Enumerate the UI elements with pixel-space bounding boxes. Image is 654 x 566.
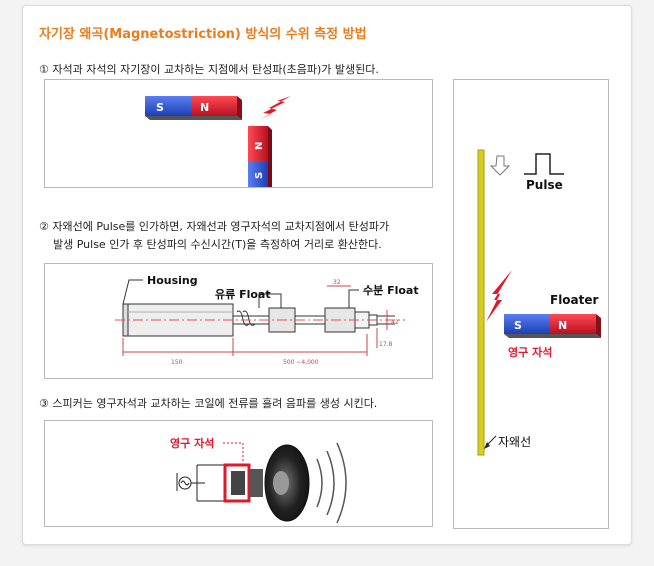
dim-range: 500 ~4,000 (283, 359, 319, 366)
dim-178: 17.8 (379, 341, 393, 348)
magnet-s-label: S (156, 101, 164, 114)
pulse-label: Pulse (526, 178, 563, 192)
arrow-down-icon (489, 155, 511, 176)
probe-drawing-panel: Housing 유류 Float 수분 Float 150 500 ~4,000… (44, 263, 433, 379)
side-diagram: Pulse Floater S N 영구 자석 자왜선 (477, 149, 601, 456)
magnet-n-label: N (200, 101, 209, 114)
step-2-text-line1: ② 자왜선에 Pulse를 인가하면, 자왜선과 영구자석의 교차지점에서 탄성… (39, 220, 390, 233)
vertical-magnet: N S (248, 126, 272, 187)
speaker-diagram-panel: 영구 자석 (44, 420, 433, 527)
housing-label: Housing (147, 274, 198, 287)
probe-drawing: Housing 유류 Float 수분 Float 150 500 ~4,000… (115, 274, 419, 366)
sound-wave-icon (316, 442, 347, 524)
side-diagram-panel: Pulse Floater S N 영구 자석 자왜선 (453, 79, 609, 529)
floater-label: Floater (550, 293, 599, 307)
dim-32: 32 (333, 279, 341, 286)
pulse-waveform-icon (524, 153, 564, 175)
oil-float-label: 유류 Float (215, 288, 271, 301)
wire-label: 자왜선 (498, 435, 531, 449)
dim-150: 150 (171, 359, 183, 366)
floater-magnet: S N (504, 314, 601, 338)
speaker-magnet-label: 영구 자석 (170, 436, 214, 450)
step-1-text: ① 자석과 자석의 자기장이 교차하는 지점에서 탄성파(초음파)가 발생된다. (39, 63, 379, 76)
step-3-text: ③ 스피커는 영구자석과 교차하는 코일에 전류를 흘려 음파를 생성 시킨다. (39, 397, 378, 410)
vmagnet-n-label: N (254, 142, 265, 150)
horizontal-magnet: S N (145, 96, 242, 120)
vmagnet-s-label: S (254, 172, 265, 179)
dim-42: 42 (391, 319, 399, 326)
lightning-icon (486, 270, 512, 322)
step-2-text-line2: 발생 Pulse 인가 후 탄성파의 수신시간(T)을 측정하여 거리로 환산한… (53, 238, 382, 251)
side-magnet-n-label: N (558, 319, 567, 332)
content-card: 자기장 왜곡(Magnetostriction) 방식의 수위 측정 방법 ① … (22, 5, 632, 545)
side-magnet-label: 영구 자석 (508, 345, 552, 359)
magnet-diagram: S N N S (145, 96, 291, 187)
water-float-label: 수분 Float (363, 284, 419, 297)
coil-circuit (176, 464, 225, 502)
magnetostrictive-wire (477, 149, 485, 456)
side-magnet-s-label: S (514, 319, 522, 332)
speaker-diagram: 영구 자석 (170, 436, 347, 524)
page-title: 자기장 왜곡(Magnetostriction) 방식의 수위 측정 방법 (39, 27, 367, 42)
lightning-icon (259, 96, 291, 120)
magnet-diagram-panel: S N N S (44, 79, 433, 188)
